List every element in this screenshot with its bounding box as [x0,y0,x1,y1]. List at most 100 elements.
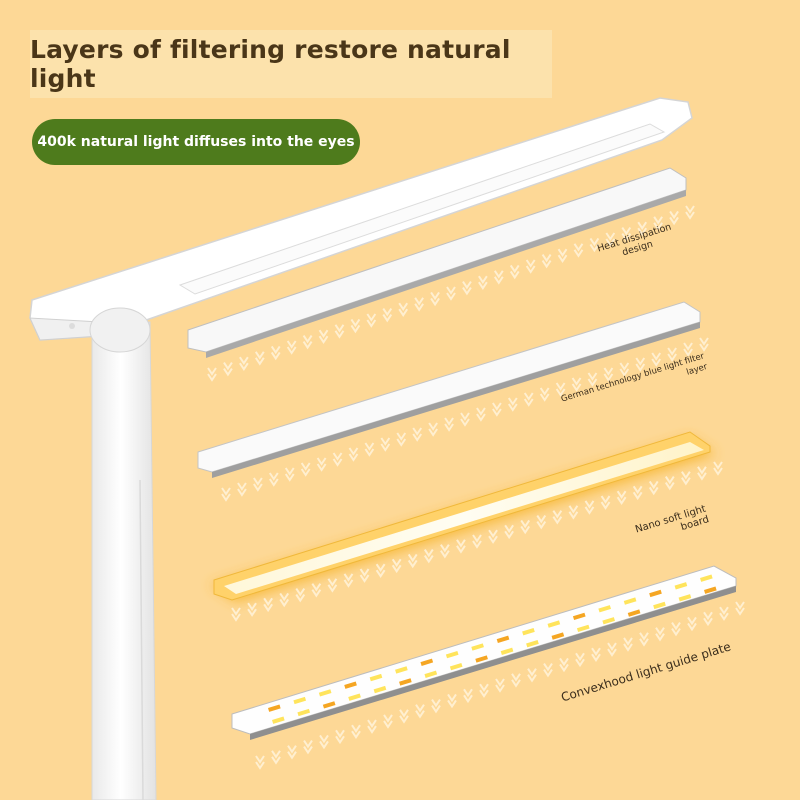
down-arrow-icon [719,606,729,621]
down-arrow-icon [667,347,677,362]
down-arrow-icon [607,642,617,657]
down-arrow-icon [543,663,553,678]
down-arrow-icon [268,472,279,487]
down-arrow-icon [699,337,709,352]
down-arrow-icon [488,529,498,544]
down-arrow-icon [639,632,649,647]
down-arrow-icon [375,563,386,579]
down-arrow-icon [239,356,249,372]
down-arrow-icon [414,297,424,312]
down-arrow-icon [223,362,233,377]
down-arrow-icon [621,227,632,242]
down-arrow-icon [573,243,584,258]
down-arrow-icon [655,627,665,642]
down-arrow-icon [493,270,504,285]
led-chip [449,662,463,671]
layer-heat-dissipation [187,167,687,358]
led-chip [475,655,488,663]
down-arrow-icon [635,357,646,372]
down-arrow-icon [735,601,745,616]
down-arrow-icon [478,275,488,291]
down-arrow-icon [380,437,391,452]
led-chip [602,617,615,625]
down-arrow-icon [253,477,263,492]
down-arrow-icon [600,495,611,510]
down-arrow-icon [492,402,502,417]
down-arrow-icon [271,750,281,765]
led-chip [627,609,641,617]
led-chip [268,704,281,712]
led-chip [674,582,688,590]
down-arrow-icon [552,510,563,525]
led-chip [445,650,459,659]
down-arrow-icon [300,462,311,477]
down-arrow-icon [382,308,393,323]
page-title: Layers of filtering restore natural ligh… [30,35,511,93]
down-arrow-icon [669,210,679,226]
down-arrow-icon [671,621,681,637]
led-chip [500,647,514,656]
down-arrow-icon [399,709,409,724]
down-arrow-icon [334,324,345,339]
down-arrow-icon [462,281,472,296]
led-chip [424,670,438,678]
down-arrow-icon [591,647,601,663]
down-arrow-icon [431,698,441,714]
down-arrow-icon [423,549,434,564]
led-chip [572,612,586,621]
led-chip [348,693,361,701]
down-arrow-icon [284,467,295,482]
led-chip [547,620,561,628]
down-arrow-icon [415,704,425,719]
down-arrow-icon [463,688,473,704]
down-arrow-icon [359,568,370,583]
down-arrow-icon [318,329,329,345]
down-arrow-icon [525,259,536,274]
light-arrows [207,205,745,770]
down-arrow-icon [364,442,375,457]
down-arrow-icon [571,377,582,392]
led-chip [704,586,717,594]
down-arrow-icon [703,611,713,627]
down-arrow-icon [509,264,520,280]
down-arrow-icon [255,755,265,770]
down-arrow-icon [523,392,534,407]
down-arrow-icon [653,216,663,231]
led-chip [526,640,539,648]
down-arrow-icon [637,221,648,237]
down-arrow-icon [507,397,518,412]
down-arrow-icon [651,352,662,367]
down-arrow-icon [207,367,217,382]
down-arrow-icon [391,558,402,574]
title-box: Layers of filtering restore natural ligh… [30,30,552,98]
led-chip [293,696,307,705]
led-chip [522,628,535,636]
subtitle-text: 400k natural light diffuses into the eye… [37,134,355,150]
down-arrow-icon [254,351,265,366]
down-arrow-icon [632,485,643,501]
down-arrow-icon [311,583,322,598]
down-arrow-icon [456,539,466,554]
down-arrow-icon [527,668,537,683]
down-arrow-icon [221,487,231,502]
down-arrow-icon [237,482,247,497]
down-arrow-icon [440,544,450,559]
led-chip [700,574,713,582]
lamp-head [29,97,693,353]
down-arrow-icon [683,342,693,357]
down-arrow-icon [279,592,290,608]
down-arrow-icon [575,652,585,668]
down-arrow-icon [263,597,273,613]
down-arrow-icon [332,452,343,467]
down-arrow-icon [685,205,695,220]
down-arrow-icon [616,490,627,506]
down-arrow-icon [316,457,327,472]
led-chip [272,716,285,724]
down-arrow-icon [348,447,359,462]
layer-light-guide-plate [231,565,737,740]
down-arrow-icon [295,587,306,603]
led-chip [373,685,387,694]
down-arrow-icon [319,734,329,750]
down-arrow-icon [504,524,514,540]
down-arrow-icon [603,367,614,382]
